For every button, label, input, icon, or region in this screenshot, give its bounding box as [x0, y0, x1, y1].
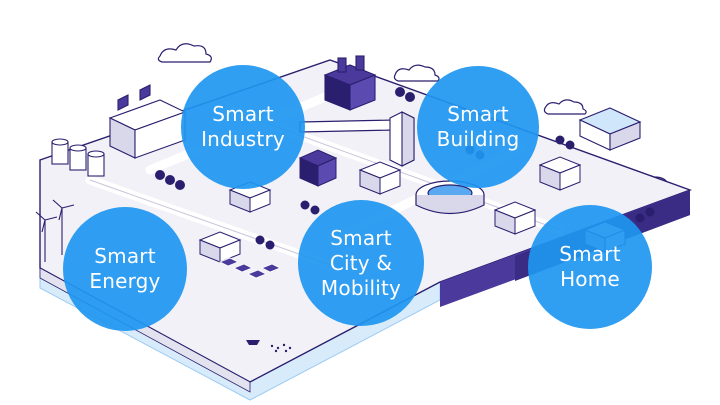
smart-building-bubble[interactable]: Smart Building [417, 66, 539, 188]
tree-icon [155, 87, 655, 250]
bubble-line: Smart [447, 102, 509, 126]
wind-turbine-icon [35, 199, 75, 262]
smart-industry-bubble[interactable]: Smart Industry [181, 65, 305, 189]
bubble-line: Smart [559, 242, 621, 266]
bubble-line: City & [329, 250, 393, 275]
greenhouse [578, 107, 642, 151]
bubble-line: Mobility [320, 275, 402, 300]
smart-energy-bubble[interactable]: Smart Energy [63, 207, 187, 331]
bubble-line: Smart [94, 244, 156, 268]
landmark-building [323, 55, 377, 111]
bubble-line: Smart [330, 225, 392, 250]
cloud-icon [393, 64, 440, 82]
storage-tanks [51, 138, 105, 177]
elevated-road [299, 119, 396, 133]
factory [108, 84, 187, 159]
cloud-icon [157, 43, 212, 63]
cloud-icon [543, 99, 587, 115]
office-tower [389, 111, 415, 167]
bubble-line: Energy [89, 269, 161, 293]
bubble-line: Industry [201, 127, 285, 151]
boat-icon [246, 340, 292, 353]
bubble-line: Home [560, 267, 620, 291]
stadium [415, 180, 485, 214]
smart-home-bubble[interactable]: Smart Home [528, 205, 652, 329]
smart-city-mobility-bubble[interactable]: Smart City & Mobility [298, 200, 424, 326]
bubble-line: Smart [212, 102, 274, 126]
solar-panels [219, 257, 281, 279]
bubble-line: Building [436, 127, 520, 151]
